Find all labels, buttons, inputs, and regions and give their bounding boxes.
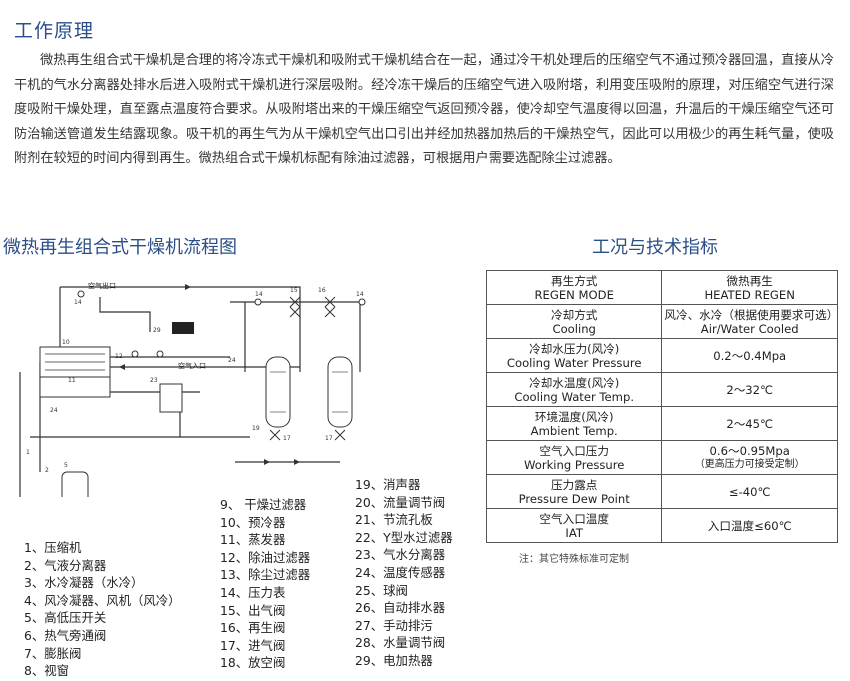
- legend-item: 20、流量调节阀: [355, 494, 446, 510]
- legend-item: 16、再生阀: [220, 620, 286, 636]
- value-cn: 0.2～0.4Mpa: [713, 348, 787, 363]
- svg-text:14: 14: [255, 291, 263, 298]
- legend-item: 24、温度传感器: [355, 564, 446, 580]
- param-cn: 空气入口温度: [539, 511, 609, 526]
- value-cn: 入口温度≤60℃: [707, 518, 792, 533]
- legend-item: 4、风冷凝器、风机（风冷）: [24, 592, 181, 608]
- svg-text:17: 17: [283, 435, 291, 442]
- svg-text:14: 14: [356, 291, 364, 298]
- table-row: 环境温度(风冷)Ambient Temp. 2～45℃: [485, 406, 838, 441]
- air-in-label: 空气入口: [178, 361, 206, 370]
- svg-text:15: 15: [290, 287, 298, 294]
- svg-text:14: 14: [74, 299, 82, 306]
- param-cn: 环境温度(风冷): [534, 409, 614, 424]
- air-out-label: 空气出口: [88, 281, 116, 290]
- legend-item: 12、除油过滤器: [220, 549, 311, 565]
- svg-text:12: 12: [115, 353, 123, 360]
- legend-item: 22、Y型水过滤器: [355, 529, 453, 545]
- svg-text:2: 2: [45, 467, 49, 474]
- legend-item: 21、节流孔板: [355, 512, 433, 528]
- param-cn: 压力露点: [551, 477, 598, 492]
- table-row: 冷却水温度(风冷)Cooling Water Temp. 2～32℃: [485, 372, 838, 407]
- legend-item: 26、自动排水器: [355, 600, 446, 616]
- legend-list-2: 9、 干燥过滤器 10、预冷器 11、蒸发器 12、除油过滤器 13、除尘过滤器…: [220, 496, 310, 672]
- svg-text:16: 16: [318, 287, 326, 294]
- param-en: Cooling Water Temp.: [514, 389, 635, 404]
- custom-note: 注：其它特殊标准可定制: [519, 554, 629, 565]
- legend-item: 8、视窗: [24, 663, 70, 679]
- intro-paragraph: 微热再生组合式干燥机是合理的将冷冻式干燥机和吸附式干燥机结合在一起，通过冷干机处…: [14, 53, 834, 166]
- param-cn: 冷却水压力(风冷): [529, 341, 620, 356]
- svg-text:1: 1: [26, 449, 30, 456]
- param-en: REGEN MODE: [534, 287, 614, 302]
- legend-item: 11、蒸发器: [220, 532, 286, 548]
- value-cn: 风冷、水冷（根据使用要求可选）: [664, 307, 839, 322]
- svg-text:24: 24: [228, 357, 236, 364]
- value-cn: 微热再生: [726, 273, 773, 288]
- value-cn: 2～45℃: [726, 416, 774, 431]
- svg-text:24: 24: [50, 407, 58, 414]
- flow-diagram-title: 微热再生组合式干燥机流程图: [3, 237, 237, 258]
- value-cn: 2～32℃: [726, 382, 774, 397]
- svg-text:17: 17: [325, 435, 333, 442]
- legend-item: 1、压缩机: [24, 540, 82, 555]
- legend-item: 10、预冷器: [220, 514, 286, 530]
- legend-item: 18、放空阀: [220, 655, 286, 671]
- spec-title: 工况与技术指标: [592, 237, 718, 258]
- value-en: HEATED REGEN: [704, 287, 795, 302]
- param-cn: 空气入口压力: [539, 443, 609, 458]
- legend-item: 7、膨胀阀: [24, 645, 82, 661]
- param-en: Ambient Temp.: [530, 423, 618, 438]
- legend-item: 6、热气旁通阀: [24, 627, 107, 643]
- svg-text:10: 10: [62, 339, 70, 346]
- legend-list-3: 19、消声器 20、流量调节阀 21、节流孔板 22、Y型水过滤器 23、气水分…: [355, 476, 453, 670]
- value-en: Air/Water Cooled: [700, 321, 799, 336]
- legend-item: 13、除尘过滤器: [220, 567, 311, 583]
- param-en: Cooling Water Pressure: [506, 355, 642, 370]
- legend-item: 17、进气阀: [220, 637, 286, 653]
- value-cn: 0.6～0.95Mpa: [709, 443, 790, 458]
- legend-item: 2、气液分离器: [24, 557, 107, 573]
- svg-text:5: 5: [64, 462, 68, 469]
- param-cn: 再生方式: [551, 273, 598, 288]
- legend-item: 23、气水分离器: [355, 547, 446, 563]
- legend-item: 9、 干燥过滤器: [220, 497, 307, 512]
- legend-item: 5、高低压开关: [24, 610, 107, 626]
- param-cn: 冷却水温度(风冷): [529, 375, 620, 390]
- param-en: Pressure Dew Point: [518, 491, 630, 506]
- value-en: （更高压力可接受定制）: [694, 458, 805, 470]
- param-en: Cooling: [552, 321, 596, 336]
- legend-item: 15、出气阀: [220, 602, 286, 618]
- legend-item: 25、球阀: [355, 582, 408, 598]
- legend-item: 29、电加热器: [355, 652, 433, 668]
- legend-item: 27、手动排污: [355, 617, 433, 633]
- legend-item: 19、消声器: [355, 477, 421, 492]
- legend-item: 28、水量调节阀: [355, 635, 446, 651]
- table-row: 冷却水压力(风冷)Cooling Water Pressure 0.2～0.4M…: [485, 338, 838, 373]
- param-cn: 冷却方式: [551, 307, 598, 322]
- legend-item: 3、水冷凝器（水冷）: [24, 575, 144, 591]
- svg-text:11: 11: [68, 377, 76, 384]
- legend-item: 14、压力表: [220, 584, 286, 600]
- svg-text:29: 29: [153, 327, 161, 334]
- param-en: IAT: [565, 525, 583, 540]
- section-title: 工作原理: [14, 20, 95, 42]
- param-en: Working Pressure: [523, 457, 625, 472]
- legend-list-1: 1、压缩机 2、气液分离器 3、水冷凝器（水冷） 4、风冷凝器、风机（风冷） 5…: [24, 539, 181, 680]
- svg-text:19: 19: [252, 425, 260, 432]
- value-cn: ≤-40℃: [728, 484, 771, 499]
- svg-text:23: 23: [150, 377, 158, 384]
